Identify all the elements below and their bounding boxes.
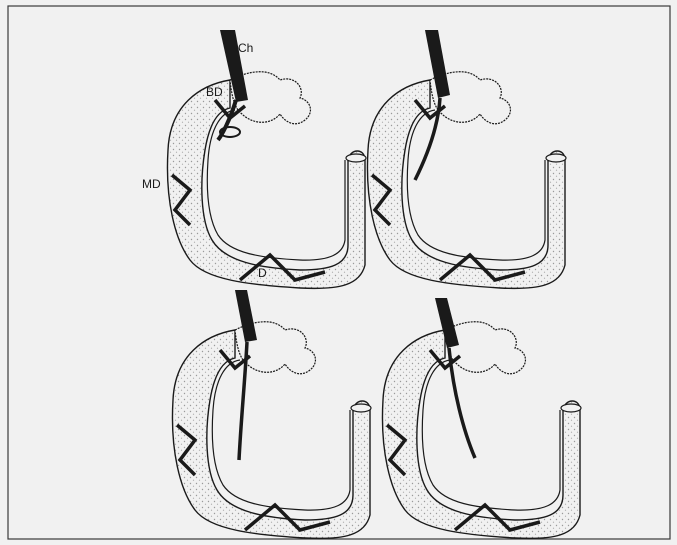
- panel-top-left: [167, 30, 366, 288]
- panel-bottom-right: [382, 298, 581, 538]
- panel-top-right: [367, 30, 566, 288]
- label-duodenum: D: [258, 266, 267, 280]
- label-choledochus: Ch: [238, 41, 253, 55]
- panel-bottom-left: [172, 290, 371, 538]
- label-mid-duodenum: MD: [142, 177, 161, 191]
- label-bile-duct: BD: [206, 85, 223, 99]
